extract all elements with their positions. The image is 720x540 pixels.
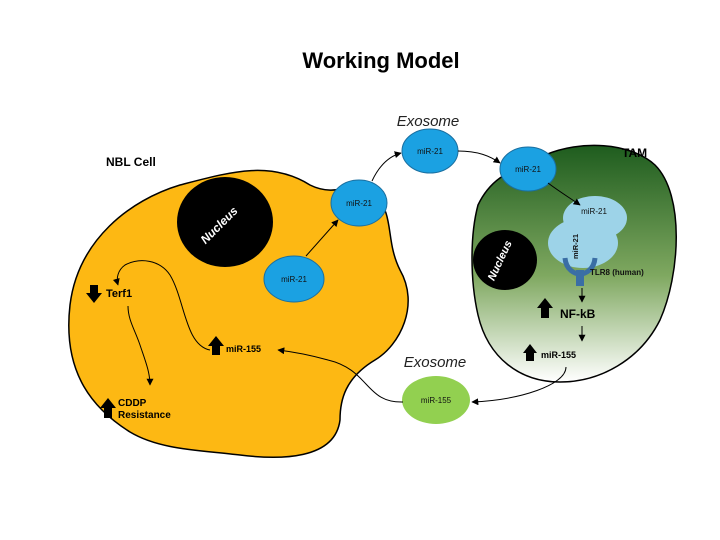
receptor-mir21-label: miR-21 xyxy=(571,234,580,259)
terf1-label: Terf1 xyxy=(106,288,132,300)
tlr8-receptor-icon xyxy=(562,257,598,286)
nfkb-label: NF-kB xyxy=(560,307,596,321)
tam-endosome-label: miR-21 xyxy=(581,207,607,216)
exosome-mir155-vesicle xyxy=(402,376,470,424)
arrow-exosome-to-tam xyxy=(457,150,501,164)
nbl-mir21-vesicle xyxy=(263,255,325,303)
cddp-label: CDDP xyxy=(118,398,147,409)
nbl-nucleus xyxy=(177,177,273,267)
tam-entry-mir21-vesicle xyxy=(499,146,557,192)
diagram-title: Working Model xyxy=(302,48,459,73)
arrow-budding-to-exosome xyxy=(371,151,402,182)
up-arrow-icon xyxy=(208,336,224,355)
arrow-tam-vesicle-to-endosome xyxy=(547,182,581,206)
exosome-mir21-vesicle-label: miR-21 xyxy=(417,147,443,156)
up-arrow-icon xyxy=(523,344,537,361)
exosome-mir155-vesicle-label: miR-155 xyxy=(421,396,452,405)
down-arrow-icon xyxy=(86,285,102,303)
tlr8-label: TLR8 (human) xyxy=(590,268,644,277)
tam-endosome-lobe xyxy=(548,218,618,268)
nbl-mir21-vesicle-label: miR-21 xyxy=(281,275,307,284)
arrow-mir155-exosome-to-nbl xyxy=(277,347,404,403)
arrow-mir155-to-terf1 xyxy=(112,260,211,351)
nbl-mir155-label: miR-155 xyxy=(226,344,261,354)
budding-mir21-vesicle xyxy=(330,179,388,227)
tam-nucleus xyxy=(473,230,537,290)
budding-mir21-vesicle-label: miR-21 xyxy=(346,199,372,208)
arrow-tam-to-mir155-exosome xyxy=(471,366,567,406)
tam-entry-mir21-vesicle-label: miR-21 xyxy=(515,165,541,174)
arrow-vesicle-to-budding xyxy=(305,219,339,257)
exosome-bottom-label: Exosome xyxy=(404,354,467,371)
nbl-cell-body xyxy=(68,169,409,459)
tam-mir155-label: miR-155 xyxy=(541,350,576,360)
arrow-terf1-to-cddp xyxy=(127,305,154,386)
up-arrow-icon xyxy=(100,398,116,418)
resistance-label: Resistance xyxy=(118,410,171,421)
nbl-cell-label: NBL Cell xyxy=(106,155,156,169)
exosome-top-label: Exosome xyxy=(397,113,460,130)
tam-label: TAM xyxy=(622,146,647,160)
up-arrow-icon xyxy=(537,298,553,318)
